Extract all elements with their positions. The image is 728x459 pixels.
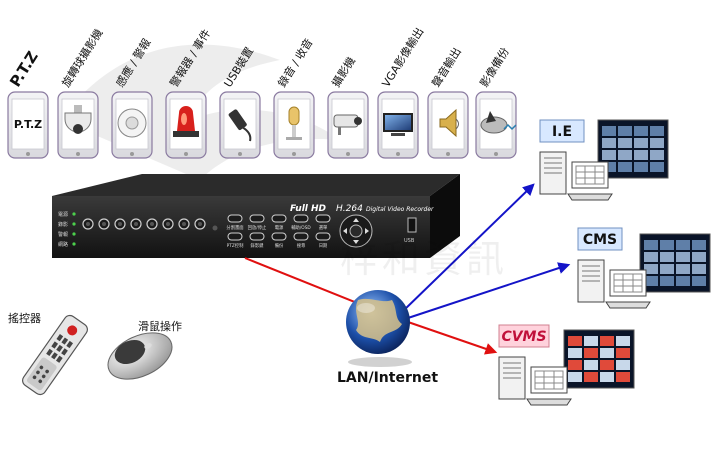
mouse-label: 滑鼠操作 (138, 319, 182, 333)
dvr-led (72, 242, 76, 246)
dvr-control-button (293, 214, 309, 223)
device-backup-disc: 影像備份 (475, 45, 517, 159)
dvr-usb-label: USB (404, 238, 415, 244)
speed-dome-camera-icon (64, 105, 92, 134)
ptz-text: P.T.Z (14, 118, 42, 131)
client-label-box (498, 324, 550, 348)
globe-icon (346, 290, 412, 367)
dvr-codec-badge: H.264 (336, 204, 363, 214)
dvr-usb-port (407, 217, 417, 233)
arrow-to-cvms (407, 321, 498, 355)
device-speaker: 聲音輸出 (427, 45, 469, 159)
dvr-button-label: 回放/停止 (248, 224, 267, 231)
dvr-button-label: 備份 (275, 242, 284, 249)
dvr-button-label: 電源 (275, 224, 284, 231)
dvr-control-button (271, 214, 287, 223)
speaker-icon (439, 108, 459, 138)
dvr-control-button (249, 214, 265, 223)
device-label: 錄音 / 收音 (275, 36, 316, 90)
dvr-button-label: 搜尋 (297, 242, 306, 249)
monitor-icon (383, 113, 413, 136)
client-label: CMS (583, 232, 617, 248)
dvr-button-label: 輔助/OSD (291, 224, 311, 231)
device-label: 影像備份 (478, 45, 512, 89)
dvr-button-label: 日期 (319, 243, 328, 249)
watermark-text: 梓和資訊 (340, 237, 509, 281)
client-label: I.E (552, 124, 572, 140)
dvr-indicator-label: 電源 (58, 211, 68, 218)
dvr-dpad (339, 214, 373, 248)
client-cvms: CVMS (498, 324, 635, 406)
dvr-button-label: 選單 (319, 224, 328, 231)
mouse-device: 滑鼠操作 (107, 319, 182, 380)
client-label: CVMS (501, 329, 546, 345)
dvr-control-button (271, 232, 287, 241)
dvr-led (72, 232, 76, 236)
arrow-to-ie (401, 183, 535, 313)
device-label: 聲音輸出 (429, 45, 464, 90)
dvr-button-label: 錄影鍵 (251, 242, 265, 249)
device-monitor: VGA影像輸出 (377, 25, 427, 159)
client-ie: I.E (539, 119, 669, 201)
device-cctv-camera: 攝影機 (327, 54, 369, 159)
remote-label: 搖控器 (8, 311, 41, 325)
device-label: P.T.Z (6, 48, 42, 90)
device-microphone: 錄音 / 收音 (273, 36, 316, 159)
dvr-control-button (227, 232, 243, 241)
backup-disc-icon (480, 111, 517, 134)
dvr-control-button (315, 232, 331, 241)
client-label-box (577, 227, 623, 251)
dvr-led (72, 222, 76, 226)
device-ptz-text: P.T.Z P.T.Z (6, 48, 49, 159)
dvr-indicator-label: 警報 (58, 231, 68, 238)
arrow-to-cms (407, 262, 571, 319)
dvr-control-button (249, 232, 265, 241)
ptz-screen-text: P.T.Z (14, 118, 42, 131)
device-label: VGA影像輸出 (379, 25, 427, 90)
alarm-siren-icon (173, 106, 199, 137)
dvr-indicator-label: 錄影 (58, 221, 68, 228)
client-cms: CMS (577, 227, 711, 309)
dvr-title-badge: Digital Video Recorder (366, 206, 434, 213)
motion-sensor-icon (117, 108, 147, 138)
dvr-button-label: PTZ控制 (227, 242, 244, 249)
dvr-led (72, 212, 76, 216)
cctv-camera-icon (333, 114, 362, 135)
microphone-icon (286, 106, 302, 140)
dvr-control-button (293, 232, 309, 241)
network-label: LAN/Internet (337, 370, 438, 386)
dvr-indicator-label: 網路 (58, 241, 68, 248)
dvr-control-button (227, 214, 243, 223)
dvr-ir-sensor (212, 225, 218, 231)
dvr-button-label: 分割畫面 (226, 224, 244, 231)
dvr-fullhd-badge: Full HD (290, 204, 327, 214)
dvr-control-button (315, 214, 331, 223)
device-label: 攝影機 (329, 54, 358, 89)
device-motion-sensor: 感應 / 警報 (111, 36, 154, 159)
connection-lines (244, 183, 571, 355)
client-label-box (539, 119, 585, 143)
remote-control: 搖控器 (8, 311, 88, 396)
usb-drive-icon (228, 109, 252, 142)
